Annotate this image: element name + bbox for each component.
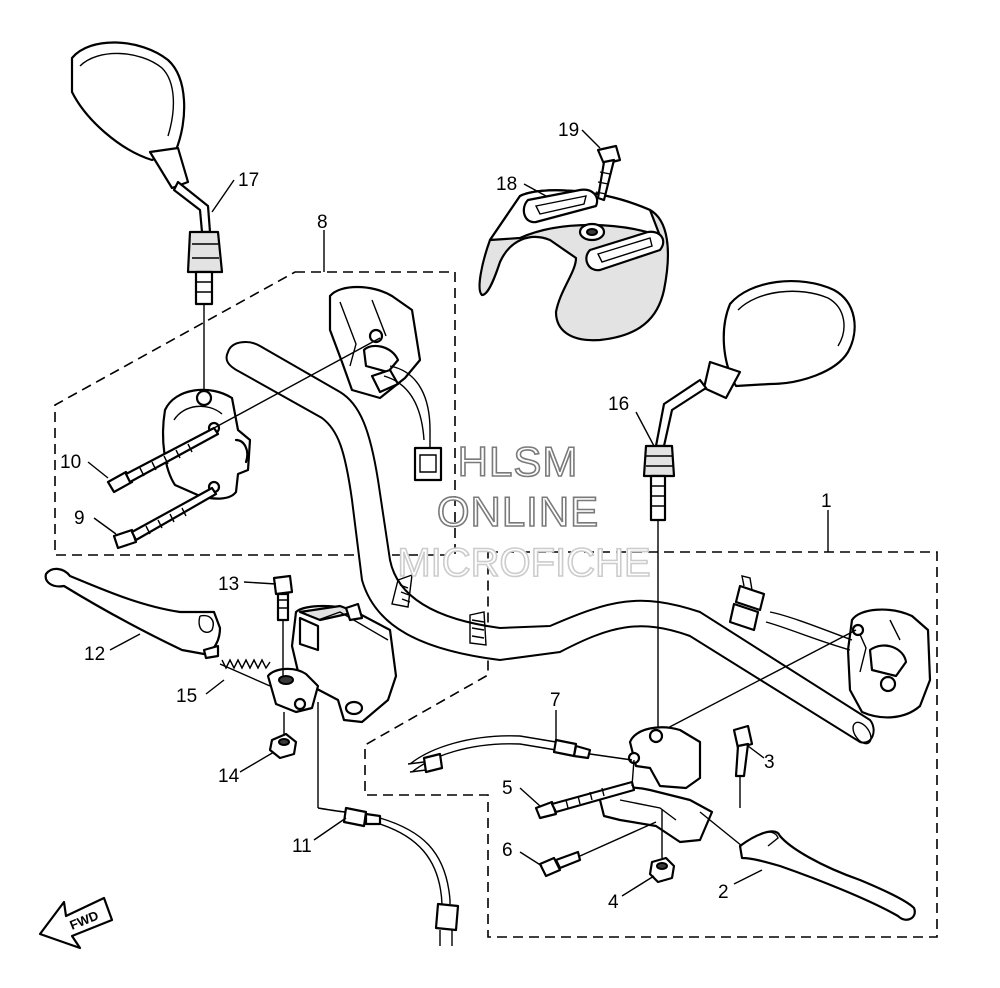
- callout-1: 1: [821, 491, 832, 512]
- callout-13: 13: [218, 574, 239, 595]
- fwd-arrow-icon: FWD: [38, 896, 114, 950]
- handlebar: [225, 341, 875, 745]
- callout-14: 14: [218, 766, 240, 787]
- mirror-16: [642, 279, 856, 728]
- left-switch-assembly: [106, 286, 443, 550]
- callout-3: 3: [764, 752, 775, 773]
- callout-9: 9: [74, 508, 85, 529]
- callout-leaders: [87, 129, 829, 897]
- assembly-1-outline: [364, 551, 938, 938]
- callout-8: 8: [317, 212, 328, 233]
- callout-19: 19: [558, 120, 579, 141]
- right-switch-assembly: [407, 575, 932, 921]
- cover-18: [478, 188, 670, 342]
- callout-17: 17: [238, 170, 259, 191]
- callout-5: 5: [502, 778, 513, 799]
- master-cylinder: [44, 567, 460, 946]
- callout-4: 4: [608, 892, 619, 913]
- callout-labels: 1 2 3 4 5 6 7 8 9 10 11 12 13 14 15 16 1…: [60, 120, 832, 913]
- callout-12: 12: [84, 644, 105, 665]
- watermark-line-1: HLSM: [458, 438, 579, 485]
- callout-11: 11: [292, 836, 312, 857]
- watermark: HLSM ONLINE MICROFICHE: [397, 437, 652, 586]
- callout-15: 15: [176, 686, 197, 707]
- callout-2: 2: [718, 882, 729, 903]
- assembly-8-outline: [54, 271, 456, 556]
- callout-7: 7: [550, 690, 561, 711]
- bolt-19: [595, 144, 622, 202]
- callout-6: 6: [502, 840, 513, 861]
- callout-18: 18: [496, 174, 517, 195]
- callout-10: 10: [60, 452, 81, 473]
- callout-16: 16: [608, 394, 629, 415]
- watermark-line-2: ONLINE: [437, 488, 599, 535]
- mirror-17: [70, 41, 224, 392]
- watermark-line-3: MICROFICHE: [397, 541, 650, 585]
